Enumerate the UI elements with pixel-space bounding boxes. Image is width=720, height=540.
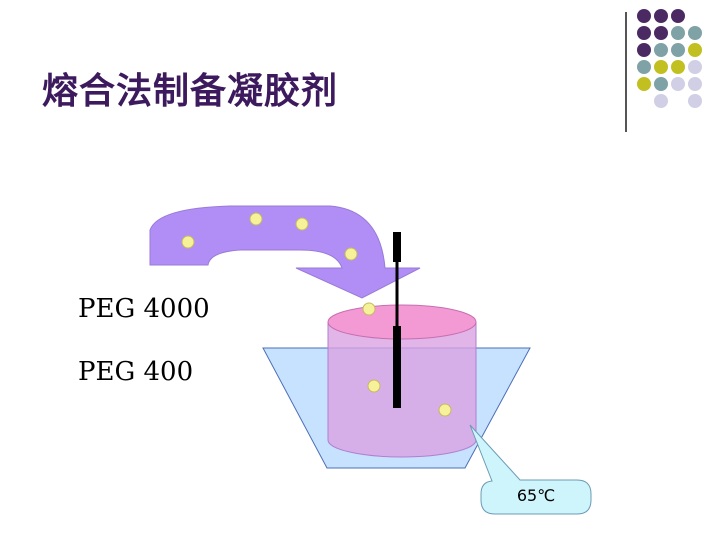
decor-dot	[688, 94, 702, 108]
decor-dot	[671, 26, 685, 40]
decor-dot	[671, 77, 685, 91]
cylinder-container	[327, 304, 477, 458]
peg-4000-label: PEG 4000	[78, 294, 210, 324]
decor-dot	[654, 77, 668, 91]
decor-dot	[688, 60, 702, 74]
decor-dot	[654, 94, 668, 108]
decor-dot	[654, 9, 668, 23]
peg-pellets	[181, 212, 452, 417]
temperature-callout	[469, 424, 592, 515]
stirring-rod	[393, 232, 401, 408]
decor-dot	[637, 60, 651, 74]
decor-dot	[671, 60, 685, 74]
decor-dot	[637, 77, 651, 91]
decor-dot	[671, 9, 685, 23]
decor-dot	[637, 43, 651, 57]
decor-dot	[671, 43, 685, 57]
decorative-divider	[625, 12, 627, 132]
peg-400-label: PEG 400	[78, 357, 194, 387]
curved-arrow-icon	[149, 205, 421, 299]
decor-dot	[654, 26, 668, 40]
decor-dot	[637, 26, 651, 40]
decor-dot	[637, 9, 651, 23]
slide-title: 熔合法制备凝胶剂	[42, 71, 339, 112]
decor-dot	[688, 77, 702, 91]
temperature-label: 65℃	[516, 486, 556, 505]
decor-dot	[654, 43, 668, 57]
decor-dot	[654, 60, 668, 74]
decor-dot	[688, 43, 702, 57]
decor-dot	[688, 26, 702, 40]
